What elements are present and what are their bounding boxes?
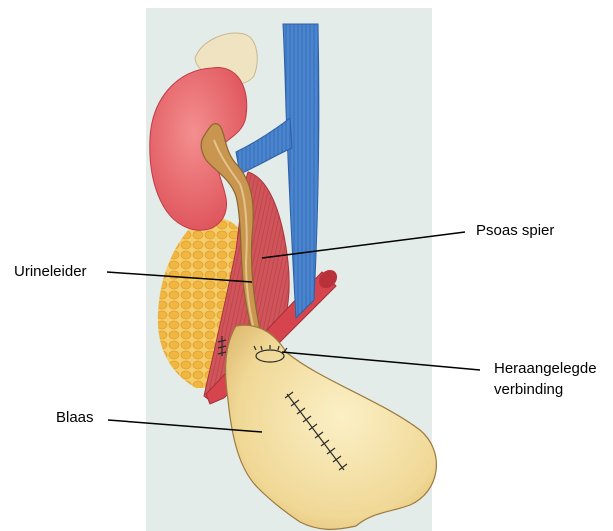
label-urineleider: Urineleider — [14, 262, 87, 282]
label-heraangelegde: Heraangelegde — [494, 359, 597, 379]
label-blaas: Blaas — [56, 408, 94, 428]
label-psoas-spier: Psoas spier — [476, 221, 554, 241]
label-verbinding: verbinding — [494, 380, 563, 400]
